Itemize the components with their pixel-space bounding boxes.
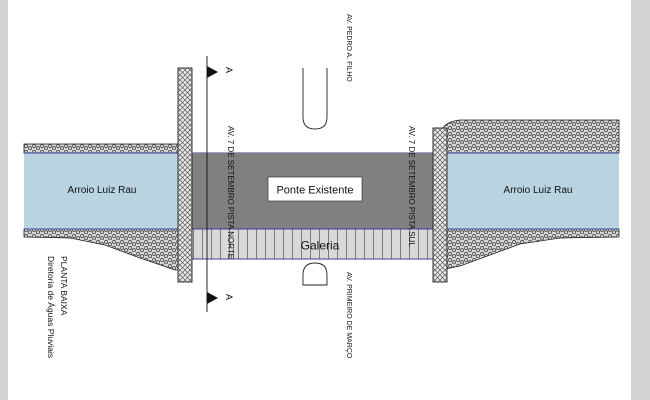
street-label-top: AV. PEDRO A. FILHO bbox=[345, 14, 352, 82]
section-arrow-top bbox=[207, 66, 218, 78]
road-edge-right bbox=[432, 127, 448, 283]
section-arrow-bottom bbox=[207, 292, 218, 304]
street-label-bottom: AV. PRIMEIRO DE MARÇO bbox=[345, 272, 352, 359]
street-stub-bottom bbox=[302, 262, 328, 286]
drawing-subtitle: Diretoria de Águas Pluviais bbox=[46, 256, 56, 358]
section-marker-top: A bbox=[224, 67, 234, 73]
avenue-label-north: AV. 7 DE SETEMBRO PISTA NORTE bbox=[226, 126, 235, 259]
bridge-label: Ponte Existente bbox=[276, 185, 353, 197]
road-edge-left bbox=[177, 67, 193, 283]
drawing-title: PLANTA BAIXA bbox=[59, 256, 69, 316]
river-water-left bbox=[24, 153, 180, 229]
gallery-label: Galeria bbox=[301, 239, 340, 253]
river-label-right: Arroio Luiz Rau bbox=[504, 185, 573, 196]
river-label-left: Arroio Luiz Rau bbox=[68, 185, 137, 196]
avenue-label-south: AV. 7 DE SETEMBRO PISTA SUL bbox=[407, 126, 416, 247]
section-marker-bottom: A bbox=[224, 294, 234, 300]
riprap-wall-right-top bbox=[439, 119, 620, 154]
riprap-wall-left-top bbox=[23, 143, 181, 154]
bridge-label-box bbox=[267, 176, 363, 202]
street-stub-top bbox=[302, 68, 328, 130]
river-water-right bbox=[440, 153, 619, 229]
